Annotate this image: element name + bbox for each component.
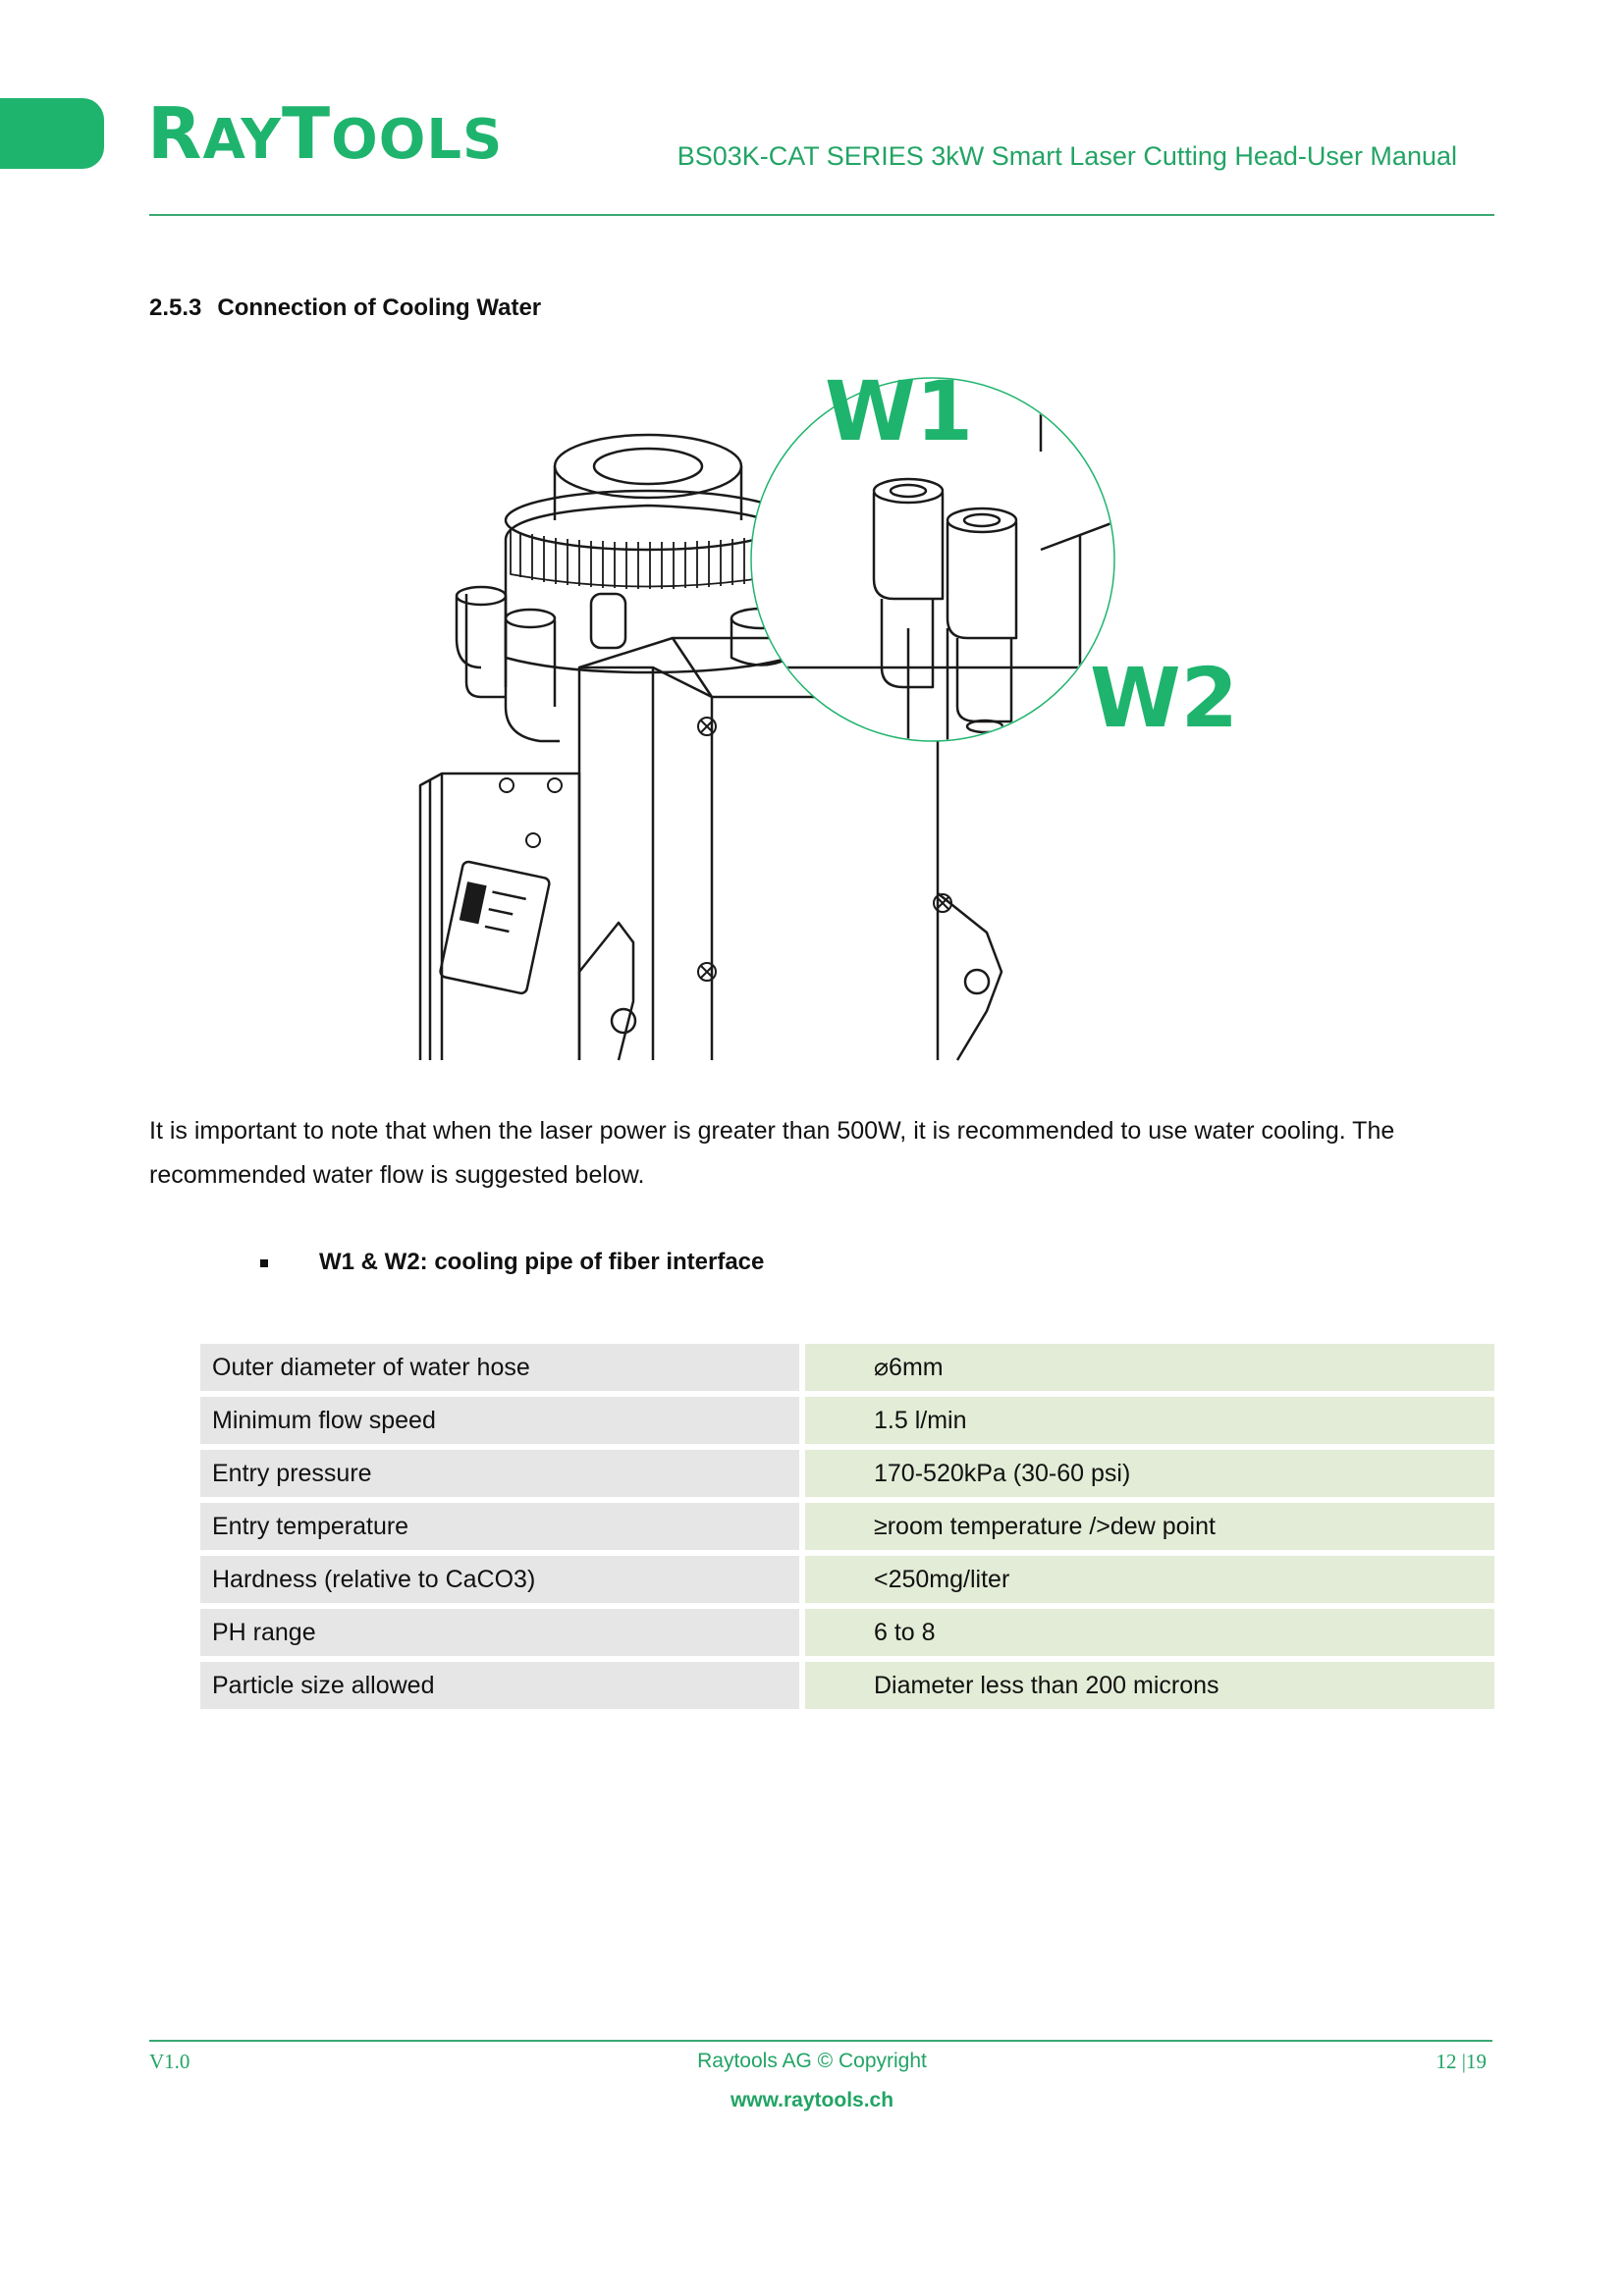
table-row: Minimum flow speed 1.5 l/min (200, 1397, 1494, 1444)
bullet-marker (260, 1258, 268, 1267)
cooling-water-figure: W1 W2 (418, 373, 1237, 1061)
table-row: Entry pressure 170-520kPa (30-60 psi) (200, 1450, 1494, 1497)
table-cell-key: Entry pressure (200, 1450, 799, 1497)
raytools-logo: RAYTOOLS (147, 98, 503, 169)
table-cell-value: 6 to 8 (805, 1609, 1494, 1656)
footer-version: V1.0 (149, 2050, 190, 2073)
logo-letter: T (281, 92, 332, 175)
header-divider (149, 214, 1494, 216)
table-row: Entry temperature ≥room temperature />de… (200, 1503, 1494, 1550)
table-cell-key: Particle size allowed (200, 1662, 799, 1709)
section-title: Connection of Cooling Water (217, 294, 542, 321)
w2-connector (946, 507, 1018, 723)
section-number: 2.5.3 (149, 294, 202, 321)
label-w2: W2 (1090, 650, 1237, 746)
table-cell-key: Entry temperature (200, 1503, 799, 1550)
footer-divider (149, 2040, 1492, 2042)
table-cell-value: <250mg/liter (805, 1556, 1494, 1603)
footer-copyright: Raytools AG © Copyright (697, 2050, 927, 2072)
bullet-text: W1 & W2: cooling pipe of fiber interface (319, 1249, 765, 1275)
table-cell-value: 1.5 l/min (805, 1397, 1494, 1444)
table-row: Hardness (relative to CaCO3) <250mg/lite… (200, 1556, 1494, 1603)
table-cell-key: PH range (200, 1609, 799, 1656)
cooling-spec-table: Outer diameter of water hose ⌀6mm Minimu… (194, 1338, 1500, 1715)
label-w1: W1 (825, 373, 973, 459)
footer-url-link[interactable]: www.raytools.ch (730, 2089, 894, 2111)
intro-paragraph: It is important to note that when the la… (149, 1117, 1395, 1189)
zoom-detail: W1 W2 (750, 373, 1237, 746)
logo-letter: R (147, 92, 203, 175)
logo-text: OOLS (331, 108, 504, 172)
table-cell-key: Minimum flow speed (200, 1397, 799, 1444)
table-cell-value: 170-520kPa (30-60 psi) (805, 1450, 1494, 1497)
table-cell-value: ⌀6mm (805, 1344, 1494, 1391)
w1-connector (872, 477, 945, 689)
table-cell-key: Outer diameter of water hose (200, 1344, 799, 1391)
document-title: BS03K-CAT SERIES 3kW Smart Laser Cutting… (677, 141, 1457, 171)
table-row: Particle size allowed Diameter less than… (200, 1662, 1494, 1709)
brand-tab (0, 98, 104, 169)
bullet-item: W1 & W2: cooling pipe of fiber interface (260, 1249, 764, 1276)
page-number: 12 |19 (1435, 2050, 1487, 2073)
lower-body (418, 772, 581, 1060)
right-bracket (937, 892, 1003, 1061)
section-heading: 2.5.3 Connection of Cooling Water (149, 294, 541, 322)
table-row: Outer diameter of water hose ⌀6mm (200, 1344, 1494, 1391)
label-plate (439, 860, 551, 995)
table-cell-value: Diameter less than 200 microns (805, 1662, 1494, 1709)
top-cap (504, 504, 792, 674)
logo-text: AY (202, 108, 282, 172)
table-cell-key: Hardness (relative to CaCO3) (200, 1556, 799, 1603)
table-row: PH range 6 to 8 (200, 1609, 1494, 1656)
left-connectors (455, 585, 560, 743)
table-cell-value: ≥room temperature />dew point (805, 1503, 1494, 1550)
